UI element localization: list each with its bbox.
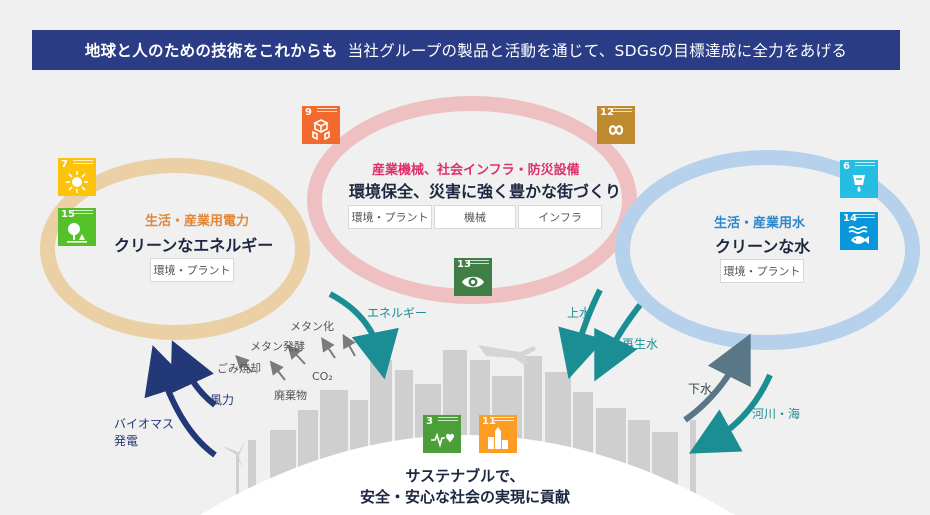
left-tag: 環境・プラント: [150, 258, 234, 282]
label-energy: エネルギー: [367, 306, 428, 320]
bottom-line-2: 安全・安心な社会の実現に貢献: [359, 488, 570, 506]
bottom-line-1: サステナブルで、: [405, 467, 525, 485]
banner-text: 当社グループの製品と活動を通じて、SDGsの目標達成に全力をあげる: [347, 42, 848, 60]
middle-tag-infrastructure: インフラ: [518, 205, 602, 229]
middle-tag-plant: 環境・プラント: [348, 205, 432, 229]
left-subtitle: 生活・産業用電力: [145, 214, 250, 229]
label-waste: 廃棄物: [274, 389, 307, 402]
right-tag: 環境・プラント: [720, 259, 804, 283]
header-banner: 地球と人のための技術をこれからも 当社グループの製品と活動を通じて、SDGsの目…: [32, 30, 900, 70]
label-clean-water: 上水: [567, 306, 592, 320]
sdg-11-icon: 11: [479, 415, 517, 453]
left-title: クリーンなエネルギー: [114, 236, 274, 255]
label-methane-fermentation: メタン発酵: [250, 340, 305, 353]
label-wind: 風力: [210, 393, 235, 407]
sdg-6-icon: 6: [840, 160, 878, 198]
sdg-13-icon: 13: [454, 258, 492, 296]
middle-tag-machinery: 機械: [434, 205, 516, 229]
right-title: クリーンな水: [715, 237, 811, 256]
sdg-7-icon: 7: [58, 158, 96, 196]
banner-strong-text: 地球と人のための技術をこれからも: [84, 42, 338, 60]
right-subtitle: 生活・産業用水: [714, 216, 806, 231]
label-co2: CO₂: [312, 370, 333, 383]
sdg-12-icon: 12: [597, 106, 635, 144]
sdg-3-icon: 3: [423, 415, 461, 453]
label-waste-incineration: ごみ焼却: [217, 362, 261, 375]
label-rivers-sea: 河川・海: [752, 407, 801, 421]
sdg-15-icon: 15: [58, 208, 96, 246]
label-methanation: メタン化: [290, 320, 334, 333]
label-biomass: バイオマス 発電: [114, 417, 175, 448]
middle-title: 環境保全、災害に強く豊かな街づくり: [349, 182, 622, 201]
label-sewage: 下水: [688, 382, 713, 396]
sdg-9-icon: 9: [302, 106, 340, 144]
sdg-14-icon: 14: [840, 212, 878, 250]
middle-subtitle: 産業機械、社会インフラ・防災設備: [372, 163, 580, 178]
label-recycled-water: 再生水: [622, 337, 659, 351]
